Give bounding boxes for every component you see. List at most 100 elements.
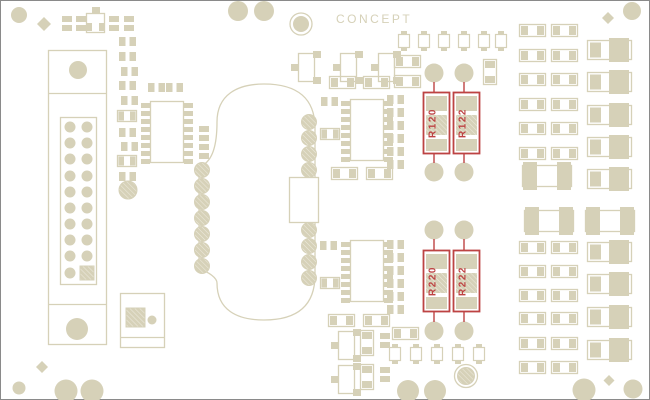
pin-hole: [64, 202, 76, 214]
resistor-footprint: [518, 72, 547, 87]
capacitor-footprint: [521, 161, 573, 191]
pad: [92, 7, 100, 13]
relay-notch: [288, 176, 320, 224]
highlight-box: [452, 91, 481, 155]
refdes-label: R120: [428, 108, 439, 138]
chip-footprint: [166, 83, 183, 92]
square-pad: [125, 307, 146, 328]
chip-footprint: [76, 16, 86, 31]
highlight-box: [422, 91, 451, 155]
chip-footprint: [387, 121, 404, 130]
capacitor-footprint: [477, 30, 491, 52]
resistor-footprint: [391, 326, 420, 341]
ic-footprint-top-center: [340, 98, 394, 163]
small-ic-outline: [85, 12, 106, 34]
resistor-footprint: [330, 166, 359, 181]
chip-footprint: [387, 279, 404, 288]
capacitor-footprint: [472, 343, 486, 365]
diode-footprint: [586, 304, 633, 330]
capacitor-footprint: [417, 30, 431, 52]
resistor-footprint: [365, 166, 394, 181]
relay-pin-pad: [194, 242, 210, 258]
resistor-pad: [426, 254, 447, 269]
fiducial-diamond: [36, 361, 48, 373]
diode-footprint: [586, 69, 633, 95]
pin-hole: [81, 186, 93, 198]
resistor-footprint: [550, 336, 579, 351]
chip-footprint: [119, 128, 136, 137]
resistor-body: [426, 115, 447, 135]
chip-footprint: [119, 81, 136, 90]
capacitor-footprint: [494, 30, 508, 52]
component-pad: [424, 220, 444, 240]
chip-footprint: [387, 108, 404, 117]
resistor-body: [426, 273, 447, 293]
resistor-footprint: [550, 121, 579, 136]
connector-screw-hole: [66, 318, 88, 340]
left-passives-column: [116, 37, 138, 200]
capacitor-footprint: [430, 343, 444, 365]
highlight-r122[interactable]: R122: [452, 63, 481, 182]
highlight-r220[interactable]: R220: [422, 220, 451, 341]
capacitor-footprint: [409, 343, 423, 365]
mounting-hole: [228, 1, 248, 21]
mounting-hole: [254, 1, 274, 21]
chip-footprint: [387, 266, 404, 275]
resistor-pad: [426, 139, 447, 151]
relay-pin-pad: [301, 114, 317, 130]
chip-footprint: [387, 147, 404, 156]
diode-footprint: [586, 166, 633, 192]
resistor-pad: [456, 254, 477, 269]
resistor-footprint: [319, 127, 341, 141]
chip-footprint: [321, 97, 338, 106]
mounting-hole: [12, 381, 26, 395]
resistor-footprint: [518, 146, 547, 161]
highlight-r120[interactable]: R120: [422, 63, 451, 182]
chip-footprint: [121, 96, 138, 105]
resistor-pad: [426, 96, 447, 111]
resistor-footprint: [518, 264, 547, 279]
resistor-footprint: [550, 48, 579, 63]
resistor-footprint: [362, 75, 391, 90]
box-outline: [119, 292, 166, 349]
component-pad: [424, 63, 444, 83]
fiducial-diamond: [602, 12, 614, 24]
resistor-pad: [456, 297, 477, 309]
capacitor-footprint: [388, 343, 402, 365]
mounting-hole: [397, 380, 419, 400]
highlight-r222[interactable]: R222: [452, 220, 481, 341]
resistor-footprint: [550, 23, 579, 38]
resistor-footprint: [327, 313, 356, 328]
fiducials-and-holes: [11, 1, 643, 400]
top-left-passives: [62, 7, 183, 92]
ringed-pad-ring: [289, 12, 313, 36]
chip-footprint: [380, 333, 390, 348]
relay-pin-pad: [301, 162, 317, 178]
capacitor-footprint: [457, 30, 471, 52]
resistor-footprint: [518, 311, 547, 326]
pin-hole: [81, 202, 93, 214]
resistor-footprint: [518, 48, 547, 63]
right-passives-bottom: [518, 206, 636, 375]
pad: [147, 315, 157, 325]
resistor-pad: [456, 139, 477, 151]
resistor-footprint: [393, 54, 422, 69]
resistor-footprint: [550, 360, 579, 375]
resistor-footprint: [319, 276, 341, 290]
relay-pin-pad: [194, 162, 210, 178]
relay-pin-pad: [301, 222, 317, 238]
chip-footprint: [380, 367, 390, 382]
resistor-footprint: [518, 360, 547, 375]
component-pad: [454, 321, 474, 341]
connector-body: [47, 49, 108, 346]
chip-footprint: [387, 240, 404, 249]
chip-footprint: [124, 16, 134, 31]
mounting-hole: [11, 7, 27, 23]
pin-hole: [81, 234, 93, 246]
pin-hole: [64, 218, 76, 230]
resistor-footprint: [550, 72, 579, 87]
pad: [87, 23, 92, 31]
chip-footprint: [119, 52, 136, 61]
